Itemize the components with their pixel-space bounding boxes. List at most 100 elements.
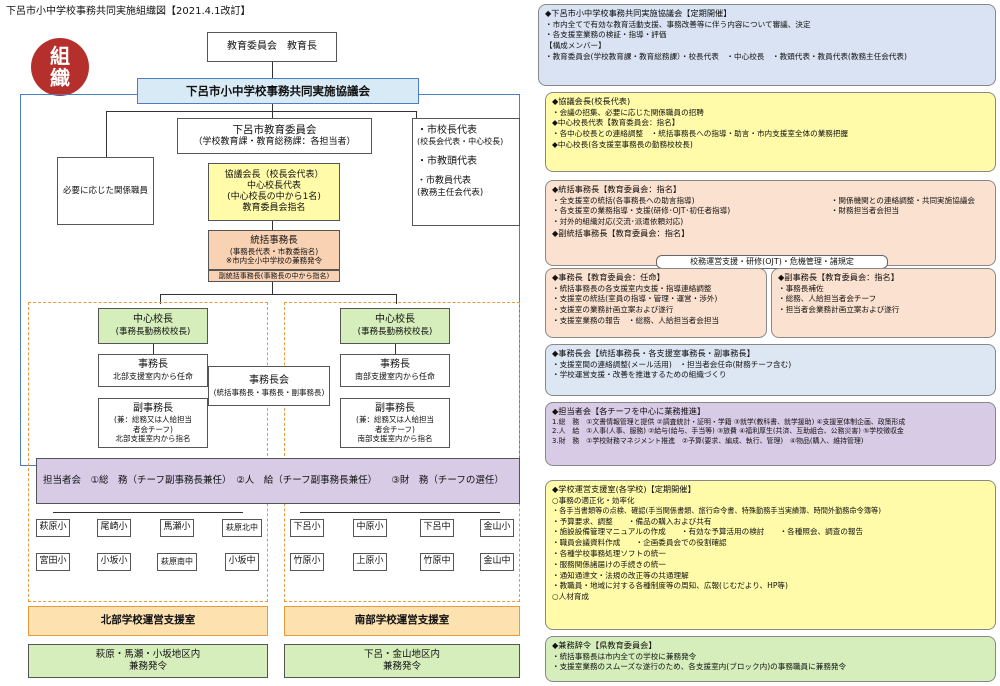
- panel-line: ・職員会議資料作成 ・企画委員会での役割確認: [552, 538, 727, 548]
- panel-line: ・通知通達文・法規の改正等の共通理解: [552, 570, 689, 580]
- school-south-3: 下呂中: [420, 519, 454, 537]
- school-south-7: 竹原中: [420, 553, 454, 571]
- south-area: 下呂・金山地区内 兼務発令: [284, 644, 520, 678]
- school-north-4: 萩原北中: [222, 519, 262, 537]
- panel-line: ・教職員・地域に対する各種制度等の周知、広報(じむだより、HP等): [552, 581, 788, 591]
- school-south-4: 金山小: [480, 519, 514, 537]
- vice-general-director: 副統括事務長(事務長の中から指名): [208, 270, 340, 282]
- connector: [272, 221, 273, 230]
- member-teacher: ・市教員代表: [417, 176, 472, 187]
- connector: [272, 62, 273, 78]
- south-center-principal: 中心校長 (事務長勤務校校長): [340, 308, 450, 344]
- panel-line: ◆担当者会【各チーフを中心に業務推進】: [552, 406, 706, 416]
- panel-line: ・予算要求、調整 ・備品の購入および共有: [552, 516, 712, 526]
- panel-line: ・担当者会業務計画立案および遂行: [778, 305, 900, 315]
- connector: [272, 282, 273, 294]
- board-of-education: 下呂市教育委員会 （学校教育課・教育総務課：各担当者）: [177, 118, 372, 154]
- school-north-5: 宮田小: [36, 553, 70, 571]
- connector: [106, 111, 107, 157]
- panel-line: ・支援室業務のスムーズな遂行のため、各支援室内(ブロック内)の事務職員に兼務発令: [552, 662, 847, 672]
- panel-line: ○人材育成: [552, 592, 590, 602]
- connector: [160, 294, 161, 304]
- connector: [106, 111, 416, 112]
- panel-line: ・統括事務長は市内全ての学校に兼務発令: [552, 651, 697, 661]
- school-north-6: 小坂小: [97, 553, 131, 571]
- north-area: 萩原・馬瀬・小坂地区内 兼務発令: [28, 644, 268, 678]
- panel-line: ・支援室間の連絡調整(メール活用) ・担当者会任命(財務チーフ含む): [552, 359, 792, 369]
- connector: [416, 111, 417, 119]
- panel-line: ◆協議会長(校長代表): [552, 96, 631, 106]
- panel-line: ◆副事務長【教育委員会：指名】: [778, 272, 899, 282]
- panel-line: ◆事務長【教育委員会：任命】: [552, 272, 665, 282]
- school-south-5: 竹原小: [290, 553, 324, 571]
- panel-line: ・統括事務長の各支援室内支援・指導連絡調整: [552, 283, 712, 293]
- panel-line: 3.財 務 ①学校財務マネジメント推進 ②予算(要求、編成、執行、管理) ④物品…: [552, 437, 864, 446]
- member-teacher-sub: (教務主任会代表): [417, 188, 484, 199]
- south-vice-manager: 副事務長 (兼：総務又は人給担当 者会チーフ) 南部支援室内から指名: [340, 398, 450, 448]
- panel-staff-meeting: ◆担当者会【各チーフを中心に業務推進】 1.総 務 ①文書情報管理と提供 ②調査…: [545, 402, 996, 466]
- panel-line: ◆中心校長代表【教育委員会：指名】: [552, 118, 680, 128]
- panel-line: 【構成メンバー】: [545, 41, 606, 51]
- panel-manager-meeting: ◆事務長会【統括事務長・各支援室事務長・副事務長】 ・支援室間の連絡調整(メール…: [545, 344, 996, 396]
- panel-line: ・財務担当者会担当: [830, 206, 900, 216]
- connector: [160, 294, 396, 295]
- north-office: 北部学校運営支援室: [28, 606, 268, 636]
- south-office: 南部学校運営支援室: [284, 606, 520, 636]
- support-bar: 校務運営支援・研修(OJT)・危機管理・諸規定: [656, 255, 888, 269]
- north-center-principal: 中心校長 (事務長勤務校校長): [98, 308, 208, 344]
- connector: [53, 512, 243, 513]
- panel-line: ・各手当書類等の点検、確認(手当関係書類、旅行命令書、特殊勤務手当実績簿、時間外…: [552, 506, 882, 516]
- panel-line: ・学校運営支援・改善を推進するための組織づくり: [552, 370, 727, 380]
- panel-director: ◆統括事務長【教育委員会：指名】 ・全支援室の統括(各事務長への助言指導) ・各…: [545, 180, 996, 266]
- school-north-1: 萩原小: [36, 519, 70, 537]
- panel-line: ・教育委員会(学校教育課・教育総務課）・校長代表 ・中心校長 ・教頭代表・教員代…: [545, 51, 907, 61]
- related-staff: 必要に応じた関係職員: [57, 157, 154, 225]
- panel-chair: ◆協議会長(校長代表) ・会議の招集、必要に応じた関係職員の招聘 ◆中心校長代表…: [545, 92, 996, 172]
- panel-line: ◆学校運営支援室(各学校)【定期開催】: [552, 484, 696, 494]
- panel-line: ◆兼務辞令【県教育委員会】: [552, 640, 657, 650]
- staff-meeting-bar: 担当者会 ①総 務（チーフ副事務長兼任） ②人 給（チーフ副事務長兼任） ③財 …: [36, 458, 520, 504]
- member-principal: ・市校長代表: [417, 125, 477, 136]
- panel-line: ◆副統括事務長【教育委員会：指名】: [552, 227, 690, 238]
- member-principal-sub: (校長会代表・中心校長): [417, 137, 504, 146]
- school-south-1: 下呂小: [290, 519, 324, 537]
- council-chair: 協議会長（校長会代表） 中心校長代表 (中心校長の中から1名) 教育委員会指名: [208, 163, 340, 221]
- panel-line: ◆中心校長(各支援室事務長の勤務校校長): [552, 139, 693, 149]
- panel-line: ・市内全てで有効な教育活動支援、事務改善等に伴う内容について審議、決定: [545, 19, 811, 29]
- connector: [395, 344, 396, 354]
- panel-line: ・各中心校長との連絡調整 ・統括事務長への指導・助言・市内支援室全体の業務把握: [552, 129, 849, 139]
- panel-line: ・関係機関との連絡調整・共同実施協議会: [830, 195, 975, 205]
- panel-line: ・服務関係諸届けの手続きの統一: [552, 559, 666, 569]
- panel-line: ・支援室業務の報告 ・総務、人給担当者会担当: [552, 315, 720, 325]
- connector: [300, 512, 500, 513]
- council-box: 下呂市小中学校事務共同実施協議会: [137, 78, 419, 104]
- south-manager: 事務長 南部支援室内から任命: [340, 354, 450, 387]
- panel-line: 1.総 務 ①文書情報管理と提供 ②調査統計・証明・学籍 ③就学(教科書、就学援…: [552, 417, 906, 426]
- panel-line: ・各種学校事務処理ソフトの統一: [552, 548, 666, 558]
- panel-line: ・各支援室業務の検証・指導・評価: [545, 30, 667, 40]
- panel-line: ・施設設備管理マニュアルの作成 ・有効な予算活用の検討 ・各種照会、調査の報告: [552, 527, 864, 537]
- page-title: 下呂市小中学校事務共同実施組織図【2021.4.1改訂】: [6, 6, 251, 17]
- panel-line: ・各支援室の業務指導・支援(研修･OJT･初任者指導): [552, 206, 731, 216]
- school-south-8: 金山中: [480, 553, 514, 571]
- panel-line: 2.人 給 ①人事(人事、服務) ②給与(給与、手当等) ③旅費 ④福利厚生(共…: [552, 427, 904, 436]
- connector: [153, 344, 154, 354]
- school-north-2: 尾崎小: [97, 519, 131, 537]
- panel-line: ○事務の適正化・効率化: [552, 495, 635, 505]
- school-south-2: 中原小: [353, 519, 387, 537]
- north-block-frame: [28, 302, 268, 602]
- member-vice: ・市教頭代表: [417, 156, 477, 168]
- school-north-8: 小坂中: [225, 553, 259, 571]
- north-vice-manager: 副事務長 (兼：総務又は人給担当 者会チーフ) 北部支援室内から指名: [98, 398, 208, 448]
- panel-line: ◆事務長会【統括事務長・各支援室事務長・副事務長】: [552, 348, 755, 358]
- panel-line: ・全支援室の統括(各事務長への助言指導): [552, 195, 695, 205]
- panel-line: ◆統括事務長【教育委員会：指名】: [552, 184, 682, 194]
- panel-line: ◆下呂市小中学校事務共同実施協議会【定期開催】: [545, 8, 732, 18]
- panel-vice-manager: ◆副事務長【教育委員会：指名】 ・事務長補佐 ・総務、人給担当者会チーフ ・担当…: [771, 268, 996, 338]
- board-top: 教育委員会 教育長: [207, 32, 337, 62]
- panel-line: ・支援室の業務計画立案および遂行: [552, 305, 674, 315]
- panel-line: ・事務長補佐: [778, 283, 824, 293]
- south-block-frame: [284, 302, 520, 602]
- panel-line: ・支援室の統括(室員の指導・管理・運営・渉外): [552, 294, 718, 304]
- school-south-6: 上原小: [353, 553, 387, 571]
